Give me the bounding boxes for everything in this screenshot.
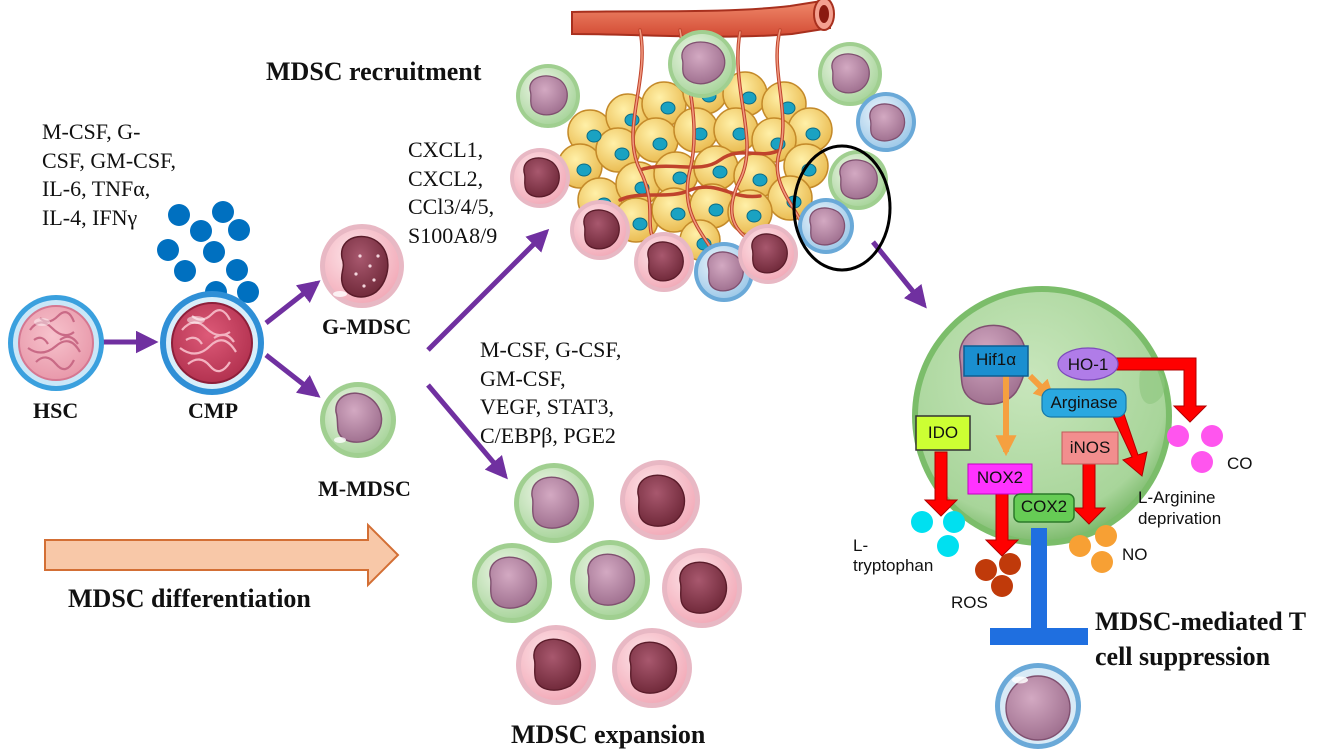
l-tryptophan-line: L- [853, 536, 869, 555]
recruited-cells [510, 30, 916, 302]
expansion-factors: M-CSF, G-CSF, GM-CSF, VEGF, STAT3, C/EBP… [480, 336, 621, 450]
factor-line: C/EBPβ, PGE2 [480, 422, 616, 448]
factor-line: VEGF, STAT3, [480, 394, 614, 420]
l-arginine-label: L-Arginine deprivation [1138, 487, 1221, 530]
differentiation-arrow [44, 522, 400, 588]
l-arginine-line: L-Arginine [1138, 488, 1216, 507]
differentiation-factors: M-CSF, G- CSF, GM-CSF, IL-6, TNFα, IL-4,… [42, 118, 176, 232]
cmp-label: CMP [188, 398, 239, 423]
factor-line: M-CSF, G- [42, 119, 141, 144]
inhibition-symbol [990, 528, 1088, 645]
mdsc-recruitment-label: MDSC recruitment [266, 57, 482, 86]
arginase-label: Arginase [1050, 393, 1118, 412]
l-tryptophan-label: L- tryptophan [853, 536, 933, 577]
co-dots [1167, 425, 1223, 473]
suppression-line: MDSC-mediated T [1095, 607, 1307, 636]
ros-dots [975, 553, 1021, 597]
factor-line: IL-4, IFNγ [42, 204, 138, 230]
co-label: CO [1227, 454, 1253, 473]
t-cell [995, 663, 1081, 749]
red-arrows [923, 357, 1208, 557]
ho1-label: HO-1 [1067, 355, 1109, 374]
factor-line: CXCL1, [408, 137, 484, 162]
inos-label: iNOS [1069, 438, 1111, 457]
hif1a-box [963, 345, 1029, 377]
m-mdsc-cell [320, 382, 396, 458]
arginase-box [1041, 388, 1127, 418]
mdsc-expansion-label: MDSC expansion [511, 720, 706, 749]
no-dots [1069, 525, 1117, 573]
cytokine-dots [157, 201, 259, 303]
factor-line: CXCL2, [408, 165, 484, 191]
pathway-arrows [103, 228, 927, 480]
tryptophan-dots [911, 511, 965, 557]
l-arginine-line: deprivation [1138, 509, 1222, 529]
suppression-line: cell suppression [1095, 642, 1271, 672]
blood-vessel [571, 0, 835, 38]
factor-line: CCl3/4/5, [408, 194, 495, 220]
nox2-label: NOX2 [976, 468, 1024, 487]
ido-label: IDO [927, 423, 959, 442]
cmp-cell [160, 291, 264, 395]
factor-line: CSF, GM-CSF, [42, 147, 177, 173]
ido-box [915, 415, 971, 451]
ros-label: ROS [951, 593, 988, 612]
g-mdsc-label: G-MDSC [322, 314, 412, 339]
l-tryptophan-line: tryptophan [853, 556, 934, 576]
suppression-label: MDSC-mediated T cell suppression [1095, 604, 1306, 675]
factor-line: IL-6, TNFα, [42, 176, 151, 202]
factor-line: S100A8/9 [408, 222, 498, 248]
mdsc-differentiation-label: MDSC differentiation [68, 584, 311, 613]
m-mdsc-label: M-MDSC [318, 476, 411, 501]
inos-box [1061, 431, 1119, 465]
hsc-label: HSC [33, 398, 79, 423]
nox2-box [967, 463, 1033, 495]
factor-line: M-CSF, G-CSF, [480, 337, 622, 362]
cox2-label: COX2 [1020, 497, 1068, 516]
ho1-box [1057, 347, 1119, 381]
hsc-cell [8, 295, 104, 391]
g-mdsc-cell [320, 224, 404, 308]
factor-line: GM-CSF, [480, 365, 566, 391]
recruitment-factors: CXCL1, CXCL2, CCl3/4/5, S100A8/9 [408, 136, 497, 250]
expansion-cluster [472, 460, 742, 708]
cox2-box [1013, 493, 1075, 523]
hif1a-label: Hif1α [975, 350, 1017, 369]
no-label: NO [1122, 545, 1148, 564]
